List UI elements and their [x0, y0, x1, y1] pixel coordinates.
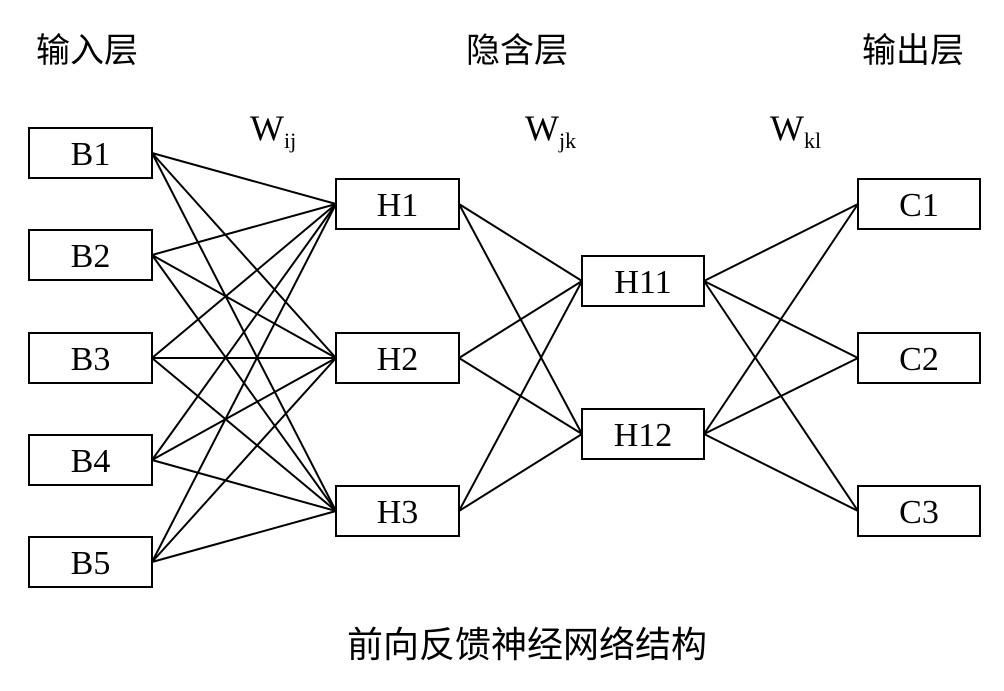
- input-node-label: B1: [71, 136, 111, 173]
- input-node: B3: [28, 332, 153, 384]
- hidden-node-box: [335, 332, 460, 384]
- output-node: C2: [857, 332, 981, 384]
- hidden-node: H1: [335, 178, 460, 230]
- input-node-box: [28, 434, 153, 486]
- connection-line: [458, 433, 583, 512]
- output-node-box: [857, 485, 981, 537]
- output-node: C3: [857, 485, 981, 537]
- weight-ij-symbol: W: [250, 108, 284, 148]
- connection-line: [703, 203, 859, 282]
- weight-ij-subscript: ij: [284, 128, 296, 153]
- hidden2-node-label: H11: [614, 264, 671, 301]
- output-node-box: [857, 332, 981, 384]
- hidden2-node: H11: [581, 255, 705, 307]
- weight-label-ij: Wij: [250, 108, 296, 153]
- input-node: B1: [28, 127, 153, 179]
- hidden-node-label: H2: [377, 341, 419, 378]
- connection-line: [703, 357, 859, 435]
- output-layer-title: 输出层: [862, 31, 964, 71]
- hidden-node-box: [335, 178, 460, 230]
- output-node: C1: [857, 178, 981, 230]
- weight-jk-subscript: jk: [558, 128, 576, 153]
- weight-kl-symbol: W: [770, 108, 804, 148]
- hidden-node-label: H3: [377, 494, 419, 531]
- connection-line: [703, 433, 859, 512]
- input-node-label: B5: [71, 545, 111, 582]
- input-node-label: B2: [71, 238, 111, 275]
- input-node-box: [28, 127, 153, 179]
- diagram-caption: 前向反馈神经网络结构: [347, 625, 707, 666]
- hidden-node: H3: [335, 485, 460, 537]
- input-layer-title: 输入层: [36, 31, 138, 71]
- hidden2-node-box: [581, 408, 705, 460]
- hidden-node: H2: [335, 332, 460, 384]
- input-node-box: [28, 536, 153, 588]
- connection-line: [458, 203, 583, 282]
- connection-line: [703, 203, 859, 435]
- connection-line: [151, 203, 337, 256]
- input-node-box: [28, 229, 153, 281]
- input-node-box: [28, 332, 153, 384]
- connection-line: [151, 254, 337, 359]
- input-node-label: B4: [71, 443, 111, 480]
- weight-label-jk: Wjk: [525, 108, 576, 153]
- weight-jk-symbol: W: [525, 108, 559, 148]
- hidden-layer-title: 隐含层: [466, 31, 568, 71]
- output-node-label: C1: [899, 187, 939, 224]
- input-node-label: B3: [71, 341, 111, 378]
- output-node-label: C2: [899, 341, 939, 378]
- hidden-node-label: H1: [377, 187, 419, 224]
- hidden2-node-box: [581, 255, 705, 307]
- input-node: B4: [28, 434, 153, 486]
- connection-line: [151, 357, 337, 512]
- weight-kl-subscript: kl: [804, 128, 821, 153]
- output-node-label: C3: [899, 494, 939, 531]
- weight-label-kl: Wkl: [770, 108, 821, 153]
- connection-line: [151, 459, 337, 512]
- output-node-box: [857, 178, 981, 230]
- connection-line: [151, 203, 337, 461]
- connection-line: [151, 357, 337, 563]
- connection-line: [151, 357, 337, 461]
- connection-line: [458, 280, 583, 512]
- hidden2-node-label: H12: [614, 417, 673, 454]
- input-node: B2: [28, 229, 153, 281]
- connection-lines: [151, 152, 859, 563]
- input-node: B5: [28, 536, 153, 588]
- hidden2-node: H12: [581, 408, 705, 460]
- connection-line: [458, 280, 583, 359]
- connection-line: [151, 203, 337, 359]
- connection-line: [151, 152, 337, 205]
- connection-line: [151, 510, 337, 563]
- connection-line: [151, 203, 337, 563]
- connection-line: [151, 152, 337, 359]
- hidden-node-box: [335, 485, 460, 537]
